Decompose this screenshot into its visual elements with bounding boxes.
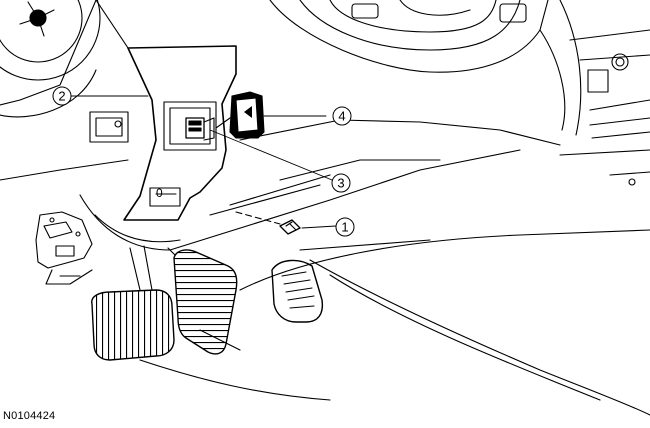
lower-shroud: 0	[124, 46, 236, 220]
callout-label: 1	[341, 220, 348, 235]
pedal-bracket	[36, 212, 92, 284]
callout-3: 3	[332, 174, 350, 192]
center-stack	[560, 30, 650, 185]
svg-text:0: 0	[156, 186, 163, 200]
knee-bolster	[80, 150, 520, 250]
callout-2: 2	[53, 87, 71, 105]
brake-pedal-icon	[92, 246, 174, 360]
callout-4: 4	[333, 107, 351, 125]
callout-label: 2	[58, 89, 65, 104]
screw-icon	[236, 212, 300, 234]
steering-wheel-icon	[270, 0, 581, 135]
figure-id: N0104424	[3, 410, 55, 422]
callout-1: 1	[336, 218, 354, 236]
leader-lines	[70, 96, 336, 228]
callout-label: 4	[338, 109, 345, 124]
callout-label: 3	[337, 176, 344, 191]
floor-vent-icon	[272, 260, 322, 322]
accelerator-pedal-icon	[168, 248, 237, 354]
gauge-cluster-icon	[0, 0, 100, 117]
